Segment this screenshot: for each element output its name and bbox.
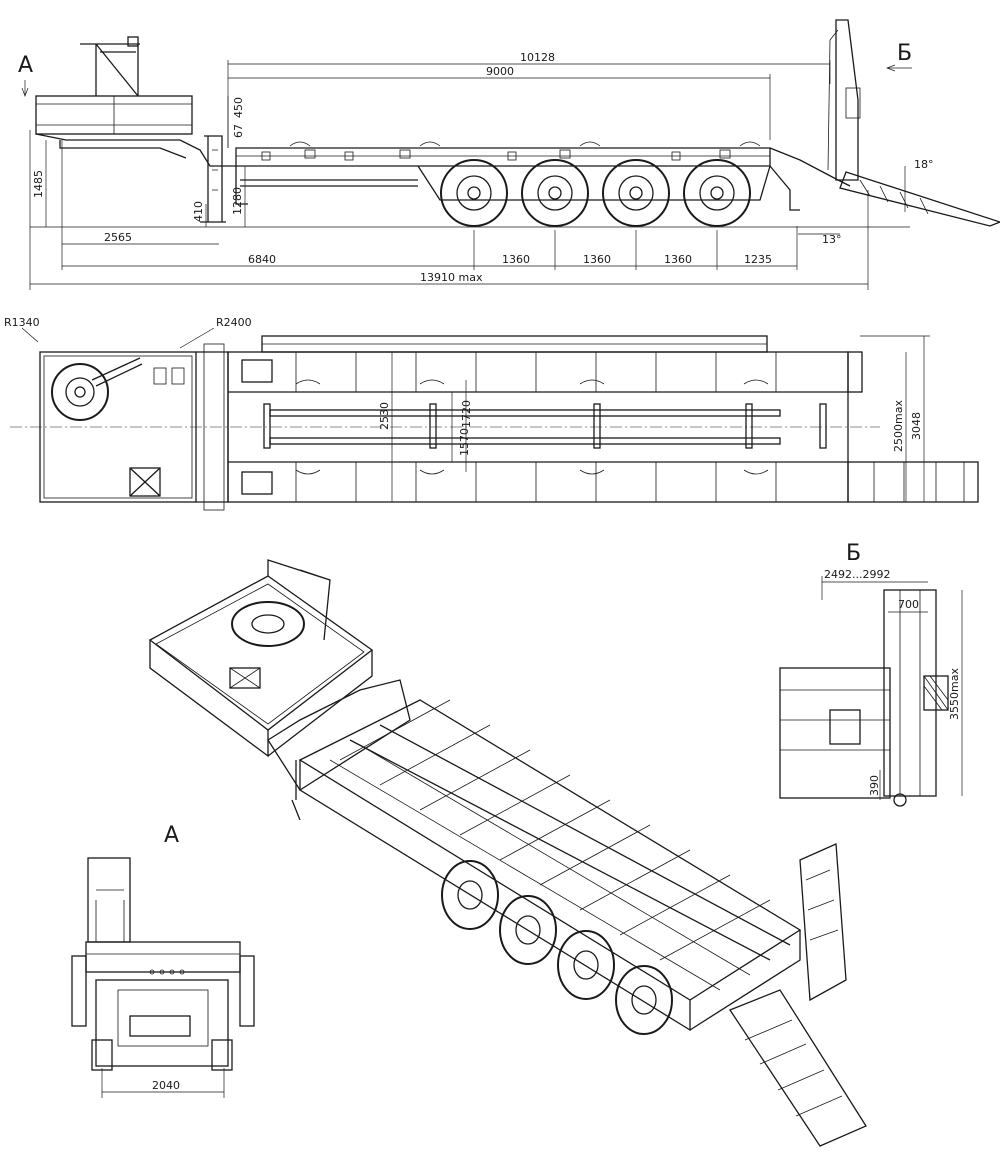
wheel-1 xyxy=(440,159,508,227)
iso-spare-wheel xyxy=(231,601,305,647)
iso-wheels xyxy=(441,860,673,1035)
wheel-4 xyxy=(683,159,751,227)
rear-ramp-raised xyxy=(835,19,859,181)
view-label-b: Б xyxy=(897,41,912,66)
frame-lower xyxy=(417,165,771,201)
side-view: А Б xyxy=(18,19,1000,290)
landing-gear xyxy=(200,135,226,223)
iso-ramp-lowered xyxy=(729,989,867,1147)
toolbox-top xyxy=(129,467,161,497)
rear-ramp-lowered xyxy=(839,171,1000,227)
crane-mast xyxy=(80,43,140,97)
dim-ramp-spread: 2492...2992 xyxy=(824,568,890,581)
dim-front-radius: R1340 xyxy=(4,316,40,329)
dim-kingpin-to-axle: 6840 xyxy=(248,253,276,266)
dim-step-height: 450 xyxy=(232,97,245,118)
view-arrow-b-head xyxy=(886,64,896,72)
dim-main-deck: 9000 xyxy=(486,65,514,78)
wheel-3 xyxy=(602,159,670,227)
iso-ramp-raised xyxy=(799,843,847,1002)
dim-rear-ramp-width: 700 xyxy=(898,598,919,611)
dim-front-width: 2040 xyxy=(152,1079,180,1092)
front-view: А 2040 xyxy=(71,823,255,1098)
dim-track-outer: 1720 xyxy=(460,400,473,428)
dim-track-inner: 1570 xyxy=(458,428,471,456)
dim-width-max: 2500max xyxy=(892,400,905,452)
wheel-2 xyxy=(521,159,589,227)
rear-view: Б 2492...2992 700 3550max 390 xyxy=(779,541,963,807)
dim-rear-overhang: 1235 xyxy=(744,253,772,266)
view-label-a: А xyxy=(18,53,33,78)
dim-axle-spacing-2: 1360 xyxy=(583,253,611,266)
dim-front-overhang: 2565 xyxy=(104,231,132,244)
rear-ramp xyxy=(883,589,937,797)
iso-gooseneck-platform xyxy=(148,575,374,731)
dim-axle-spacing-1: 1360 xyxy=(502,253,530,266)
rear-view-title: Б xyxy=(846,541,861,566)
dim-gooseneck-height: 1485 xyxy=(32,170,45,198)
iso-crane xyxy=(267,559,331,641)
dim-axle-spacing-3: 1360 xyxy=(664,253,692,266)
dim-total-length: 13910 max xyxy=(420,271,483,284)
isometric-view xyxy=(148,559,867,1147)
main-deck-side xyxy=(235,147,771,167)
dim-frame-width: 2530 xyxy=(378,402,391,430)
rear-frame xyxy=(779,667,891,799)
iso-neck xyxy=(267,679,411,791)
gooseneck-neck xyxy=(35,133,236,167)
top-view: R1340 R2400 2530 1720 1570 2500max 3048 xyxy=(4,316,979,511)
dim-overall-deck: 10128 xyxy=(520,51,555,64)
front-body xyxy=(95,979,229,1067)
dim-coupling-height: 410 xyxy=(192,201,205,222)
dim-step-small: 67 xyxy=(232,124,245,138)
ramp-top xyxy=(847,461,979,503)
dim-ramp-ground: 390 xyxy=(868,775,881,796)
front-view-title: А xyxy=(164,823,179,848)
iso-main-deck xyxy=(298,699,802,1001)
dim-swing-radius: R2400 xyxy=(216,316,252,329)
dim-rear-height: 3550max xyxy=(948,668,961,720)
dim-ramp-angle: 18° xyxy=(914,158,934,171)
dim-ramp-width-total: 3048 xyxy=(910,412,923,440)
view-arrow-a-head xyxy=(21,87,29,97)
side-wheels xyxy=(440,159,751,227)
dim-departure-angle: 13° xyxy=(822,233,842,246)
front-platform xyxy=(85,941,241,973)
dim-deck-height: 1280 xyxy=(231,187,244,215)
gooseneck-platform-top xyxy=(39,351,197,503)
spare-wheel-top xyxy=(51,363,109,421)
